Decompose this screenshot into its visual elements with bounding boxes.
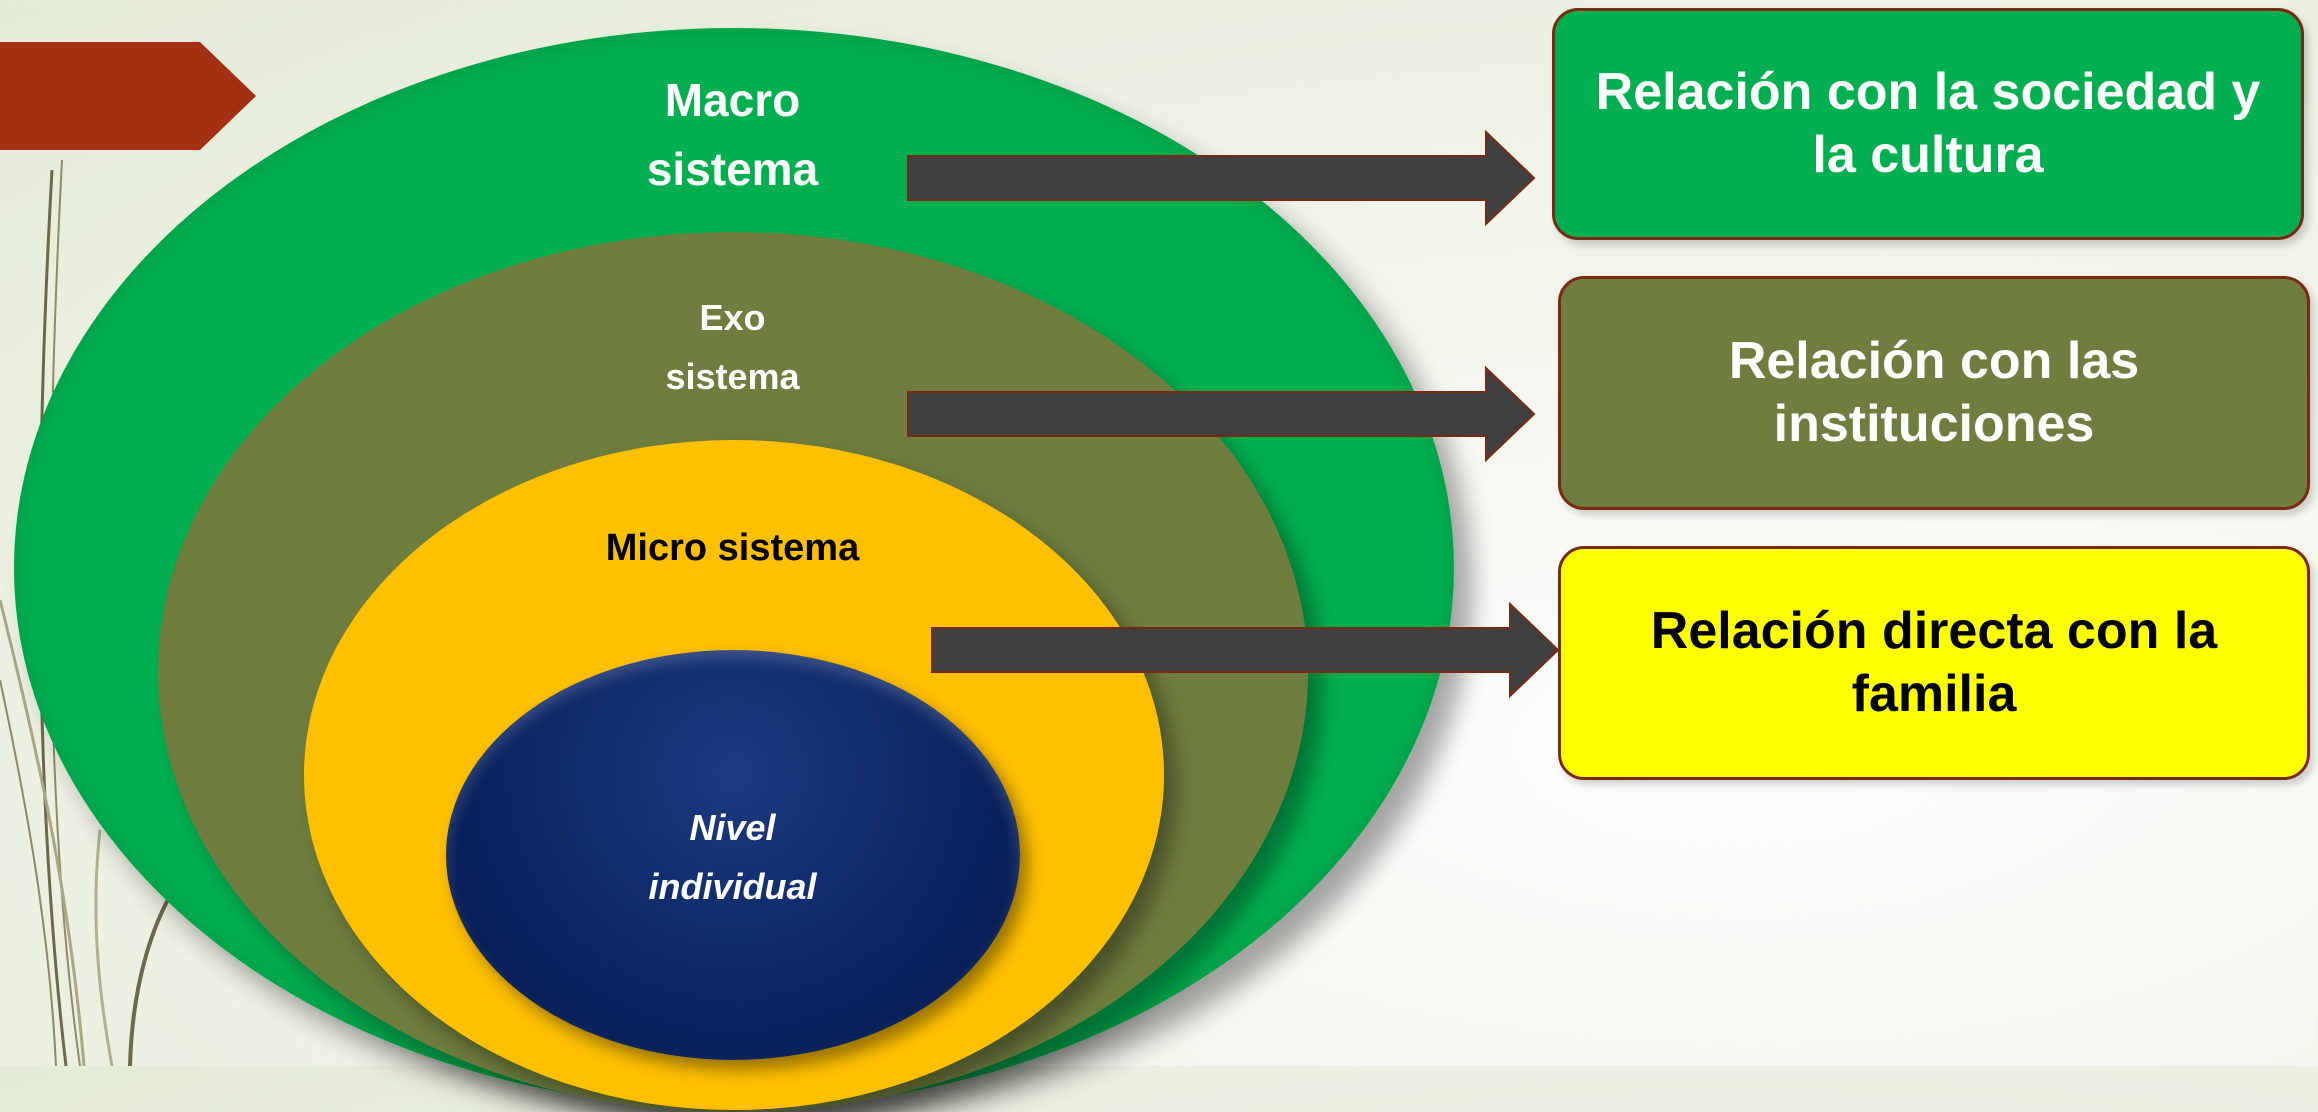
exo-label-line2: sistema xyxy=(665,356,800,398)
header-tab-shape xyxy=(0,42,256,150)
nivel-individual-label: Nivel individual xyxy=(560,798,905,917)
diagram-stage: Macro sistema Exo sistema Micro sistema … xyxy=(0,8,2310,1112)
macro-label-line2: sistema xyxy=(646,143,819,195)
macro-description-line2: la cultura xyxy=(1812,126,2044,184)
exo-description-box: Relación con las instituciones xyxy=(1558,276,2310,510)
micro-label-line1: Micro sistema xyxy=(605,527,860,569)
exo-description-line1: Relación con las xyxy=(1728,331,2140,390)
macro-description-box: Relación con la sociedad y la cultura xyxy=(1552,8,2304,240)
micro-description-box: Relación directa con la familia xyxy=(1558,546,2310,780)
macro-description-line1: Relación con la sociedad y xyxy=(1595,62,2261,121)
macro-sistema-label: Macro sistema xyxy=(560,66,905,204)
micro-sistema-label: Micro sistema xyxy=(560,520,905,577)
arrow-macro-to-box xyxy=(907,130,1536,226)
micro-description-line1: Relación directa con la xyxy=(1650,601,2218,660)
macro-label-line1: Macro xyxy=(664,74,801,126)
exo-sistema-label: Exo sistema xyxy=(590,288,875,407)
individual-label-line2: individual xyxy=(648,866,817,908)
exo-description-line2: instituciones xyxy=(1773,395,2095,453)
nivel-individual-ring xyxy=(446,650,1020,1060)
exo-label-line1: Exo xyxy=(699,297,766,338)
individual-label-line1: Nivel xyxy=(689,807,776,848)
micro-description-line2: familia xyxy=(1851,665,2017,723)
arrow-exo-to-box xyxy=(907,366,1536,462)
arrow-micro-to-box xyxy=(931,602,1560,698)
